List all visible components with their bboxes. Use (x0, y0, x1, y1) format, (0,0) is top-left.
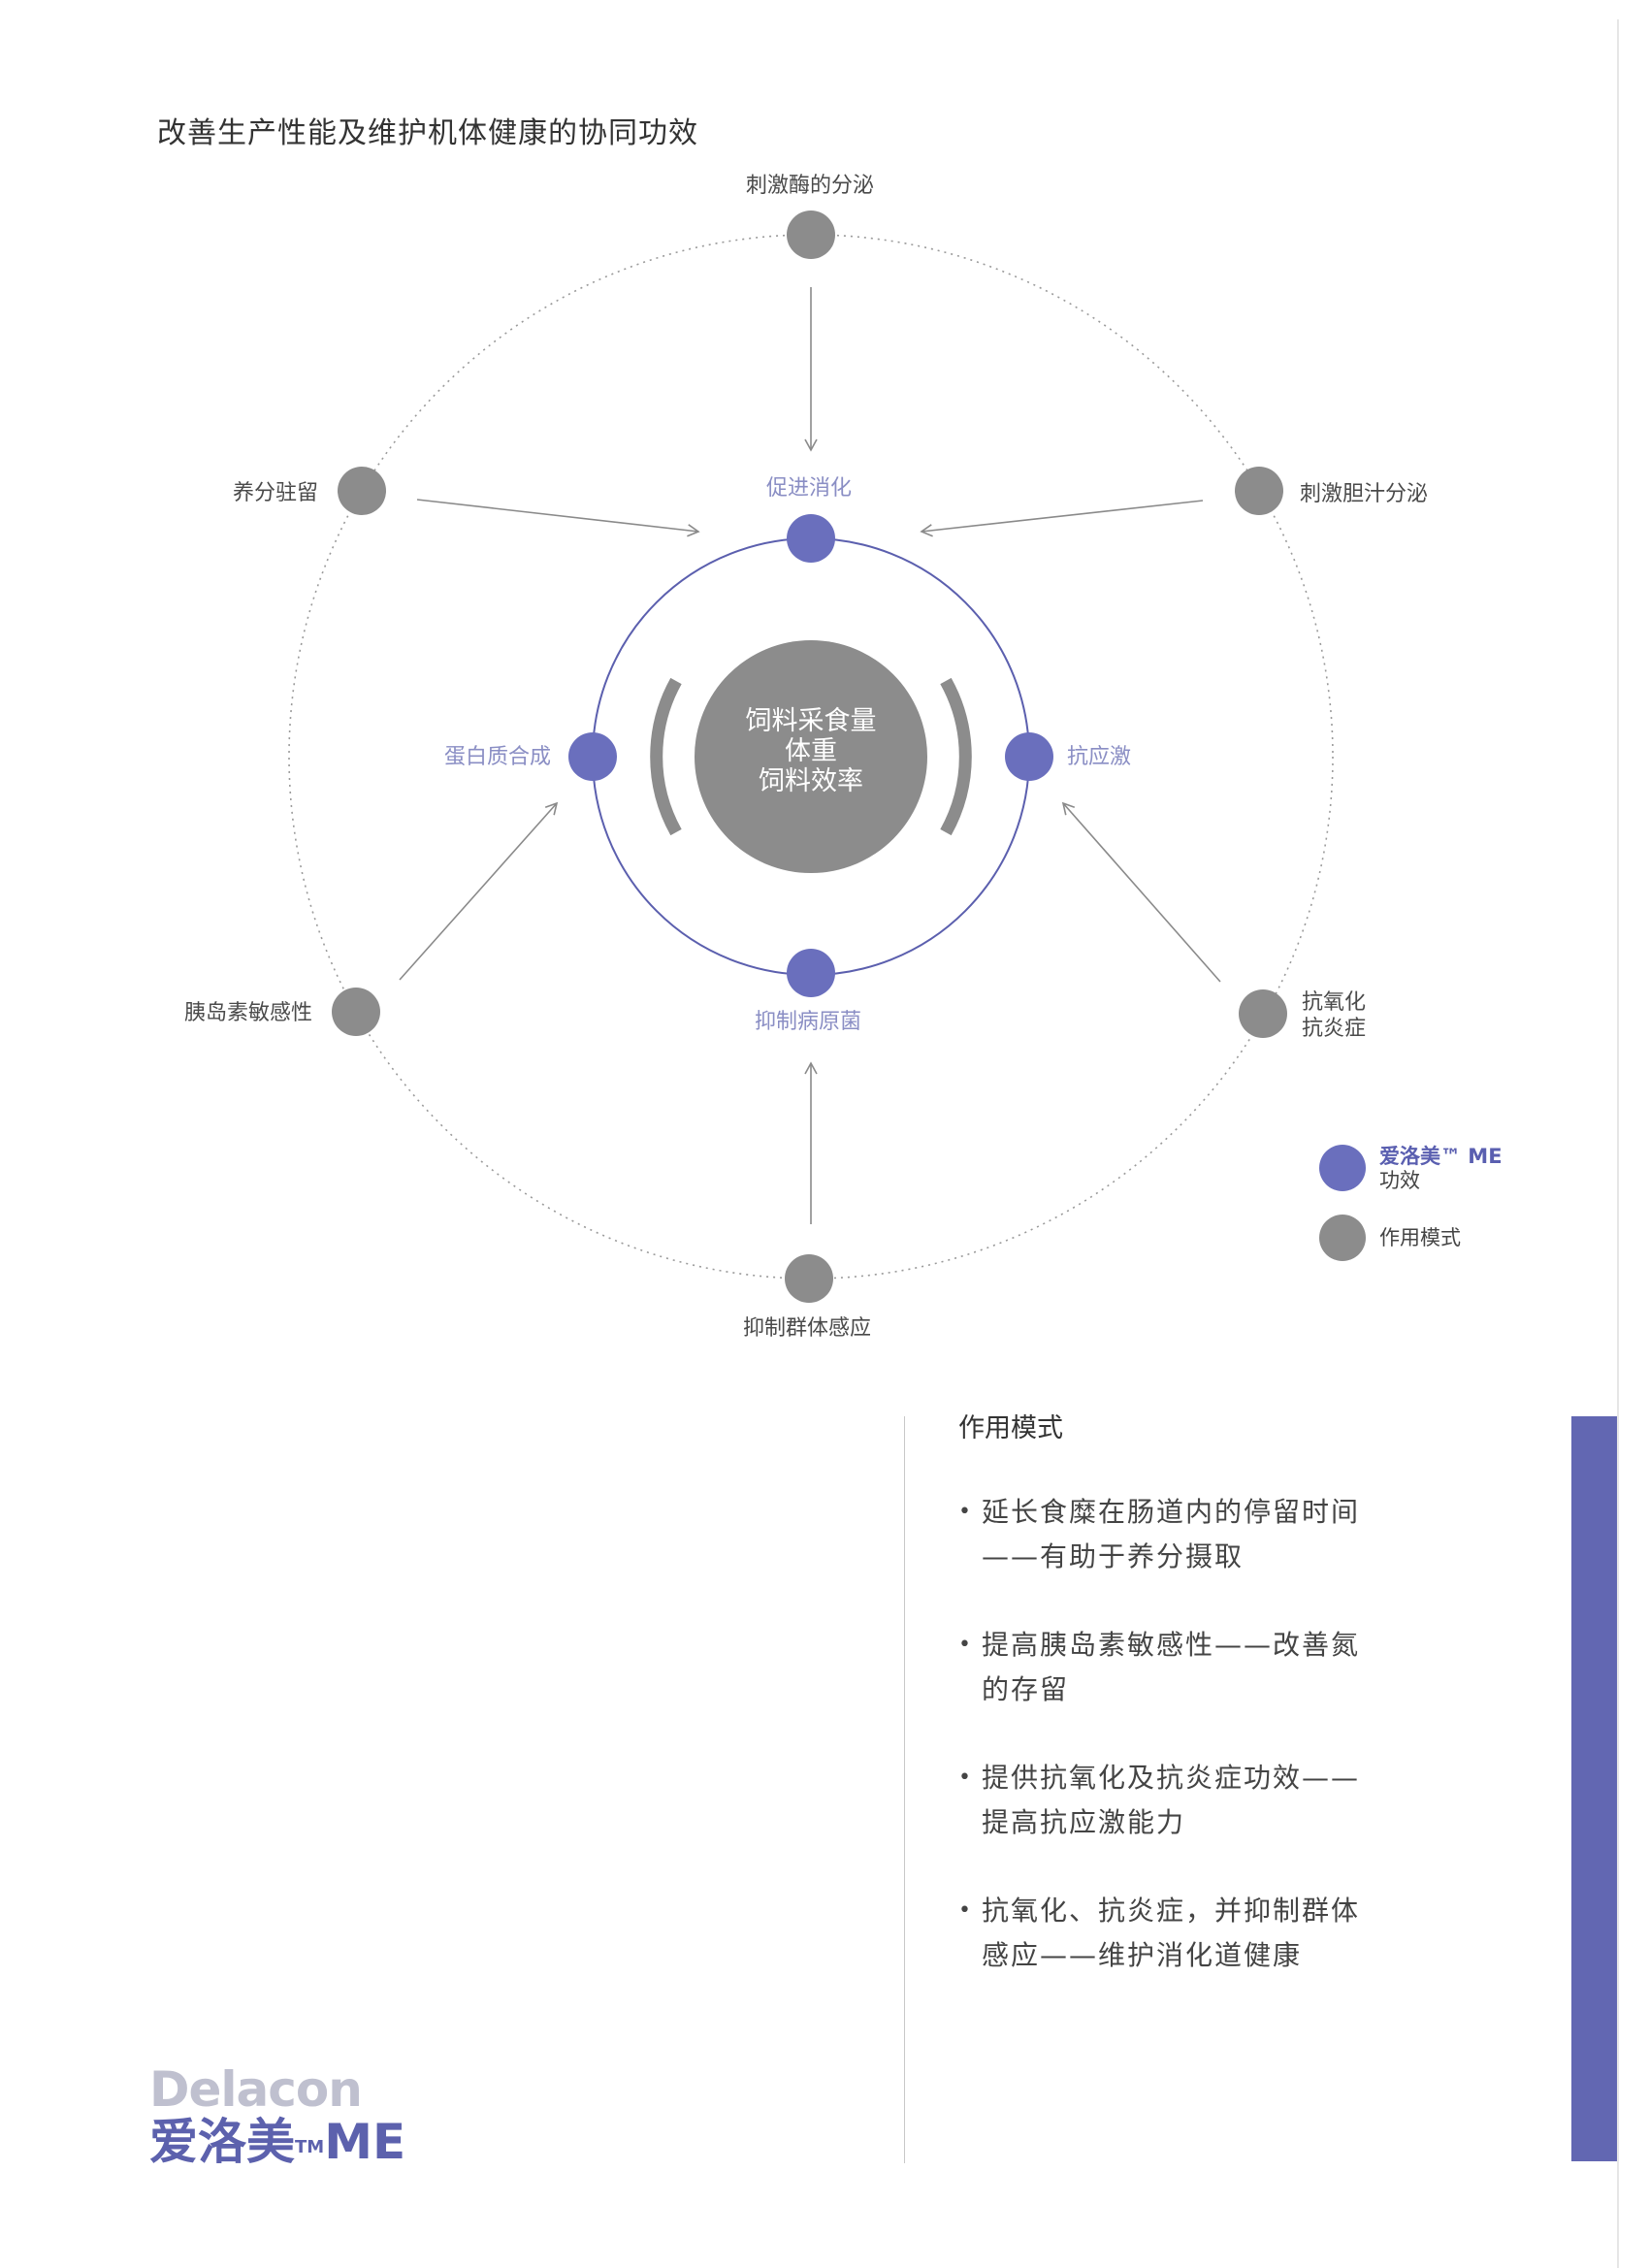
modes-heading: 作用模式 (958, 1413, 1063, 1443)
legend-effect-label: 功效 (1379, 1169, 1420, 1192)
effect-dot-pathogen (787, 949, 835, 997)
center-metrics: 饲料采食量 体重 饲料效率 (690, 706, 932, 796)
center-line-intake: 饲料采食量 (745, 706, 877, 736)
modes-list: • 延长食糜在肠道内的停留时间——有助于养分摄取 • 提高胰岛素敏感性——改善氮的存… (958, 1490, 1385, 2022)
synergy-diagram (288, 211, 1334, 1303)
section-divider (904, 1416, 905, 2163)
left-bracket (650, 677, 682, 836)
bullet-icon: • (958, 1500, 973, 1524)
brand-logo: Delacon 爱洛美TMME (149, 2064, 405, 2169)
legend-effect-brand: 爱洛美™ ME (1379, 1145, 1503, 1168)
mode-dot-enzyme (787, 211, 835, 259)
modes-list-item: • 抗氧化、抗炎症，并抑制群体感应——维护消化道健康 (958, 1889, 1385, 1978)
legend-mode-label: 作用模式 (1379, 1226, 1461, 1249)
mode-dot-antioxidant (1239, 989, 1287, 1038)
mode-label-enzyme: 刺激酶的分泌 (746, 174, 875, 198)
legend-effect-text: 爱洛美™ ME 功效 (1379, 1145, 1503, 1193)
brand-name-en: Delacon (149, 2061, 363, 2118)
brand-suffix: ME (324, 2114, 406, 2170)
page-title: 改善生产性能及维护机体健康的协同功效 (157, 116, 698, 150)
center-disc (695, 640, 927, 873)
mode-label-insulin: 胰岛素敏感性 (184, 1001, 313, 1025)
mode-dot-insulin (332, 988, 380, 1036)
modes-list-item: • 提高胰岛素敏感性——改善氮的存留 (958, 1623, 1385, 1712)
mode-label-quorum: 抑制群体感应 (743, 1316, 872, 1341)
modes-list-item: • 提供抗氧化及抗炎症功效——提高抗应激能力 (958, 1756, 1385, 1845)
mode-label-antioxidant: 抗氧化 抗炎症 (1302, 990, 1367, 1041)
effect-dot-digestion (787, 514, 835, 563)
mode-label-nutrient: 养分驻留 (233, 481, 319, 505)
legend-effect-dot (1319, 1145, 1366, 1191)
modes-list-item: • 延长食糜在肠道内的停留时间——有助于养分摄取 (958, 1490, 1385, 1579)
effect-dot-antistress (1005, 732, 1053, 781)
modes-item-text: 抗氧化、抗炎症，并抑制群体感应——维护消化道健康 (982, 1895, 1361, 1971)
accent-side-bar (1571, 1416, 1617, 2161)
legend-mode-dot (1319, 1215, 1366, 1261)
effect-label-pathogen: 抑制病原菌 (755, 1010, 862, 1034)
page-edge-shadow (1617, 19, 1619, 2268)
modes-item-text: 提高胰岛素敏感性——改善氮的存留 (982, 1629, 1361, 1705)
modes-item-text: 提供抗氧化及抗炎症功效——提高抗应激能力 (982, 1762, 1361, 1838)
arrow-insulin-to-protein (399, 801, 559, 981)
right-bracket (940, 677, 972, 836)
effect-label-digestion: 促进消化 (766, 476, 853, 501)
modes-item-text: 延长食糜在肠道内的停留时间——有助于养分摄取 (982, 1496, 1361, 1572)
arrow-antioxidant-to-antistress (1061, 801, 1221, 983)
brand-cn-text: 爱洛美 (149, 2114, 295, 2170)
bullet-icon: • (958, 1633, 973, 1657)
center-line-efficiency: 饲料效率 (759, 766, 863, 796)
mode-dot-quorum (785, 1254, 833, 1303)
effect-dot-protein (568, 732, 617, 781)
arrow-bile-to-digestion (920, 500, 1204, 537)
mode-dot-bile (1235, 467, 1283, 515)
brand-tm: TM (295, 2137, 325, 2157)
mode-dot-nutrient (338, 467, 386, 515)
mode-label-bile: 刺激胆汁分泌 (1300, 482, 1429, 506)
center-line-weight: 体重 (785, 736, 837, 766)
arrow-nutrient-to-digestion (416, 499, 700, 537)
effect-label-antistress: 抗应激 (1067, 745, 1132, 769)
bullet-icon: • (958, 1766, 973, 1790)
brand-name-cn: 爱洛美TMME (149, 2115, 405, 2169)
bullet-icon: • (958, 1898, 973, 1923)
effect-label-protein: 蛋白质合成 (444, 745, 552, 769)
